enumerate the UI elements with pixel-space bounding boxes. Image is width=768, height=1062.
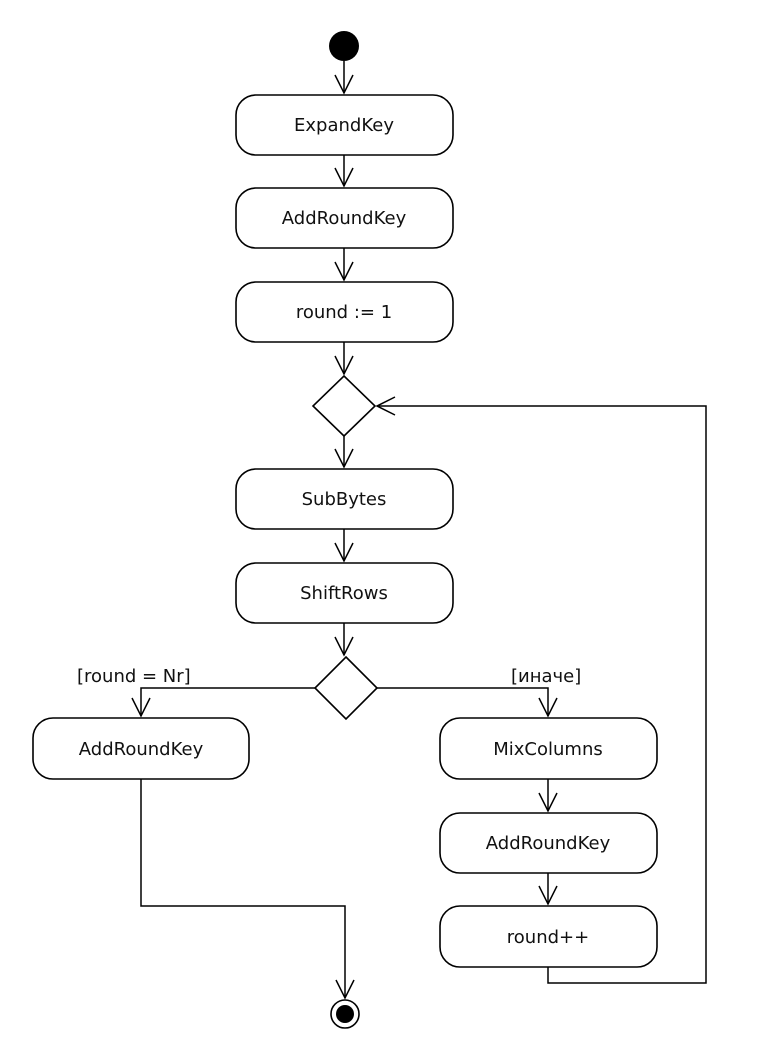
shift-rows-action: ShiftRows xyxy=(235,562,454,624)
final-round-guard-label: [round = Nr] xyxy=(77,666,191,687)
sub-bytes-label: SubBytes xyxy=(302,489,387,510)
sub-bytes-action: SubBytes xyxy=(235,468,454,530)
final-node xyxy=(330,999,360,1029)
initial-node xyxy=(329,31,359,61)
edge-mix-columns-to-add-round-key xyxy=(538,779,558,813)
add-round-key-initial-action: AddRoundKey xyxy=(235,187,454,249)
edge-add-round-key-to-round-increment xyxy=(538,873,558,906)
add-round-key-final-label: AddRoundKey xyxy=(79,739,204,760)
edge-start-to-expand-key xyxy=(334,61,354,95)
edge-final-round-branch xyxy=(131,687,315,718)
edge-final-add-round-key-to-end xyxy=(140,779,355,1000)
add-round-key-final-action: AddRoundKey xyxy=(32,717,250,780)
edge-round-init-to-loop-decision xyxy=(334,342,354,376)
shift-rows-label: ShiftRows xyxy=(300,583,388,604)
loop-merge-decision xyxy=(311,374,377,438)
otherwise-guard-label: [иначе] xyxy=(511,666,581,687)
edge-add-round-key-to-round-init xyxy=(334,248,354,282)
round-increment-action: round++ xyxy=(439,905,658,968)
round-init-action: round := 1 xyxy=(235,281,454,343)
mix-columns-action: MixColumns xyxy=(439,717,658,780)
mix-columns-label: MixColumns xyxy=(493,739,603,760)
add-round-key-initial-label: AddRoundKey xyxy=(282,208,407,229)
edge-loop-decision-to-sub-bytes xyxy=(334,436,354,469)
round-check-decision xyxy=(313,655,379,721)
edge-sub-bytes-to-shift-rows xyxy=(334,529,354,563)
edge-round-increment-loop-back xyxy=(375,396,707,984)
edge-otherwise-branch xyxy=(377,687,558,718)
edge-expand-key-to-add-round-key xyxy=(334,155,354,188)
round-increment-label: round++ xyxy=(507,927,589,948)
expand-key-action: ExpandKey xyxy=(235,94,454,156)
edge-shift-rows-to-round-check xyxy=(334,623,354,657)
round-init-label: round := 1 xyxy=(296,302,392,323)
add-round-key-loop-label: AddRoundKey xyxy=(486,833,611,854)
add-round-key-loop-action: AddRoundKey xyxy=(439,812,658,874)
expand-key-label: ExpandKey xyxy=(294,115,394,136)
